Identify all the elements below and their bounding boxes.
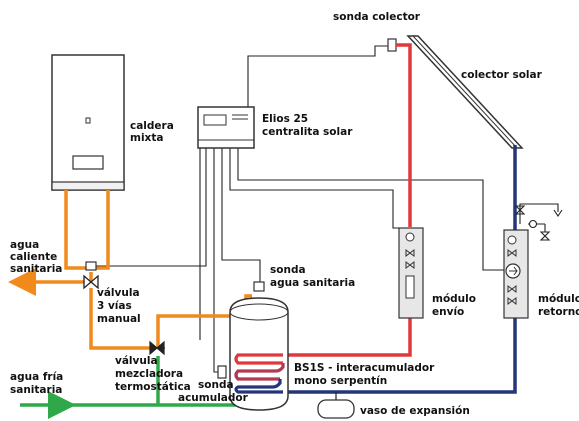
modulo-retorno-label-2: retorno xyxy=(538,306,579,318)
bs1s-label-1: BS1S - interacumulador xyxy=(294,362,435,374)
mezcladora-label-3: termostática xyxy=(115,381,191,393)
sonda-acumulador-sensor xyxy=(217,365,227,379)
solar-flow-pipe xyxy=(283,43,412,357)
valvula-3-vias-label-3: manual xyxy=(97,313,141,325)
vaso-expansion-label: vaso de expansión xyxy=(360,405,470,417)
sonda-colector-sensor xyxy=(387,38,397,52)
centralita-solar xyxy=(197,106,255,149)
sonda-colector-label: sonda colector xyxy=(333,11,421,23)
caldera-label-2: mixta xyxy=(130,132,163,144)
sonda-acumulador-label-1: sonda xyxy=(198,379,234,391)
modulo-retorno-label-1: módulo xyxy=(538,293,579,305)
modulo-envio-label-1: módulo xyxy=(432,293,476,305)
serpentin-coil xyxy=(234,353,285,394)
safety-valve-group xyxy=(514,203,563,241)
caldera-mixta xyxy=(51,54,125,191)
colector-solar xyxy=(406,35,524,149)
vaso-expansion xyxy=(317,392,355,419)
agua-fria-label-1: agua fría xyxy=(10,371,63,383)
agua-fria-label-2: sanitaria xyxy=(10,384,62,396)
sonda-agua-sanitaria-sensor xyxy=(253,281,265,292)
sonda-agua-label-1: sonda xyxy=(270,264,306,276)
bs1s-label-2: mono serpentín xyxy=(294,375,387,387)
valvula-mezcladora xyxy=(149,340,165,356)
modulo-envio xyxy=(398,227,424,319)
caldera-label-1: caldera xyxy=(130,120,174,132)
mezcladora-label-2: mezcladora xyxy=(115,368,183,380)
elios-label-1: Elios 25 xyxy=(262,113,308,125)
modulo-retorno xyxy=(503,229,529,319)
valvula-3-vias-label-1: válvula xyxy=(97,287,140,299)
modulo-envio-label-2: envío xyxy=(432,306,464,318)
agua-caliente-label-1: agua xyxy=(10,239,39,251)
valvula-3-vias xyxy=(83,261,99,290)
valvula-3-vias-label-2: 3 vías xyxy=(97,300,132,312)
sonda-agua-label-2: agua sanitaria xyxy=(270,277,355,289)
agua-caliente-label-2: caliente xyxy=(10,251,57,263)
elios-label-2: centralita solar xyxy=(262,126,353,138)
control-wiring xyxy=(89,45,504,373)
agua-caliente-label-3: sanitaria xyxy=(10,263,62,275)
solar-return-pipe xyxy=(283,145,517,394)
sonda-acumulador-label-2: acumulador xyxy=(178,392,249,404)
mezcladora-label-1: válvula xyxy=(115,355,158,367)
colector-solar-label: colector solar xyxy=(461,69,543,81)
